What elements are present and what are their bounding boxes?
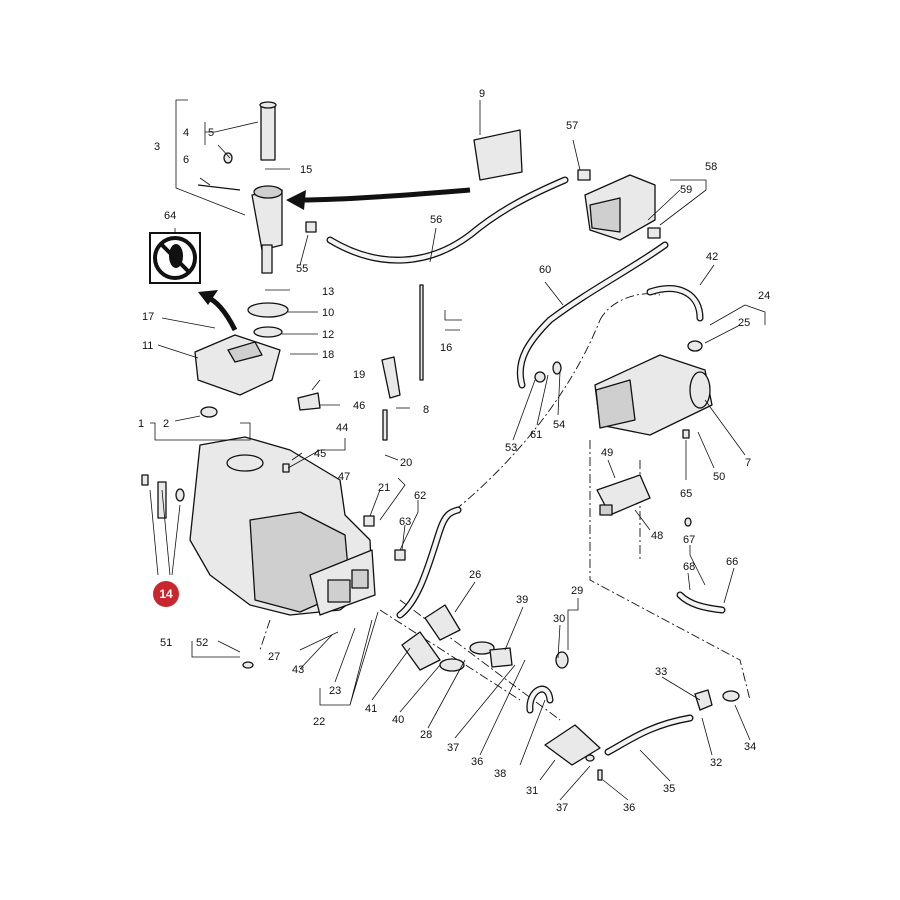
hydraulic-pump	[594, 354, 713, 436]
label-56: 56	[430, 214, 442, 226]
label-39: 39	[516, 594, 528, 606]
label-47: 47	[338, 471, 350, 483]
label-63: 63	[399, 516, 411, 528]
label-65: 65	[680, 488, 692, 500]
label-53: 53	[505, 442, 517, 454]
no-step-icon	[149, 232, 201, 284]
valve-49	[596, 474, 651, 516]
label-8: 8	[423, 404, 429, 416]
label-20: 20	[400, 457, 412, 469]
label-54: 54	[553, 419, 565, 431]
label-32: 32	[710, 757, 722, 769]
label-7: 7	[745, 457, 751, 469]
hydraulic-tank	[189, 436, 376, 616]
label-48: 48	[651, 530, 663, 542]
label-10: 10	[322, 307, 334, 319]
label-1: 1	[138, 418, 144, 430]
label-16: 16	[440, 342, 452, 354]
label-3: 3	[154, 141, 160, 153]
label-40: 40	[392, 714, 404, 726]
label-36a: 36	[471, 756, 483, 768]
small-parts	[141, 129, 740, 781]
label-37b: 37	[556, 802, 568, 814]
label-43: 43	[292, 664, 304, 676]
label-62: 62	[414, 490, 426, 502]
label-60: 60	[539, 264, 551, 276]
label-67: 67	[683, 534, 695, 546]
label-68: 68	[683, 561, 695, 573]
label-11: 11	[142, 340, 153, 352]
tank-cover	[194, 334, 281, 396]
label-58: 58	[705, 161, 717, 173]
label-15: 15	[300, 164, 312, 176]
label-66: 66	[726, 556, 738, 568]
label-45: 45	[314, 448, 326, 460]
label-23: 23	[329, 685, 341, 697]
label-21: 21	[378, 482, 390, 494]
label-44: 44	[336, 422, 348, 434]
label-9: 9	[479, 88, 485, 100]
label-29: 29	[571, 585, 583, 597]
label-22: 22	[313, 716, 325, 728]
label-46: 46	[353, 400, 365, 412]
label-5: 5	[208, 127, 214, 139]
label-61: 61	[530, 429, 542, 441]
filler-neck	[251, 101, 283, 274]
label-52: 52	[196, 637, 208, 649]
label-28: 28	[420, 729, 432, 741]
label-4: 4	[183, 127, 189, 139]
label-18: 18	[322, 349, 334, 361]
label-41: 41	[365, 703, 377, 715]
filters	[401, 604, 601, 766]
label-6: 6	[183, 154, 189, 166]
label-51: 51	[160, 637, 172, 649]
label-49: 49	[601, 447, 613, 459]
valve-block	[584, 174, 656, 241]
label-33: 33	[655, 666, 667, 678]
label-36b: 36	[623, 802, 635, 814]
part-labels: 1 2 3 4 5 6 7 8 9 10 11 12 13 15 16 17 1…	[138, 88, 770, 814]
label-50: 50	[713, 471, 725, 483]
label-59: 59	[680, 184, 692, 196]
leader-lines	[149, 99, 766, 801]
highlight-badge-14[interactable]: 14	[153, 581, 179, 607]
label-12: 12	[322, 329, 334, 341]
label-2: 2	[163, 418, 169, 430]
label-19: 19	[353, 369, 365, 381]
label-26: 26	[469, 569, 481, 581]
highlight-label: 14	[159, 587, 173, 601]
label-24: 24	[758, 290, 770, 302]
curved-arrow-icon	[198, 187, 471, 332]
label-38: 38	[494, 768, 506, 780]
label-57: 57	[566, 120, 578, 132]
label-34: 34	[744, 741, 756, 753]
flange	[247, 302, 289, 318]
label-25: 25	[738, 317, 750, 329]
label-55: 55	[296, 263, 308, 275]
label-27: 27	[268, 651, 280, 663]
gasket	[253, 326, 283, 338]
label-17: 17	[142, 311, 154, 323]
label-42: 42	[706, 251, 718, 263]
hoses	[326, 176, 726, 756]
label-64: 64	[164, 210, 176, 222]
label-13: 13	[322, 286, 334, 298]
label-37a: 37	[447, 742, 459, 754]
label-31: 31	[526, 785, 538, 797]
label-30: 30	[553, 613, 565, 625]
label-35: 35	[663, 783, 675, 795]
